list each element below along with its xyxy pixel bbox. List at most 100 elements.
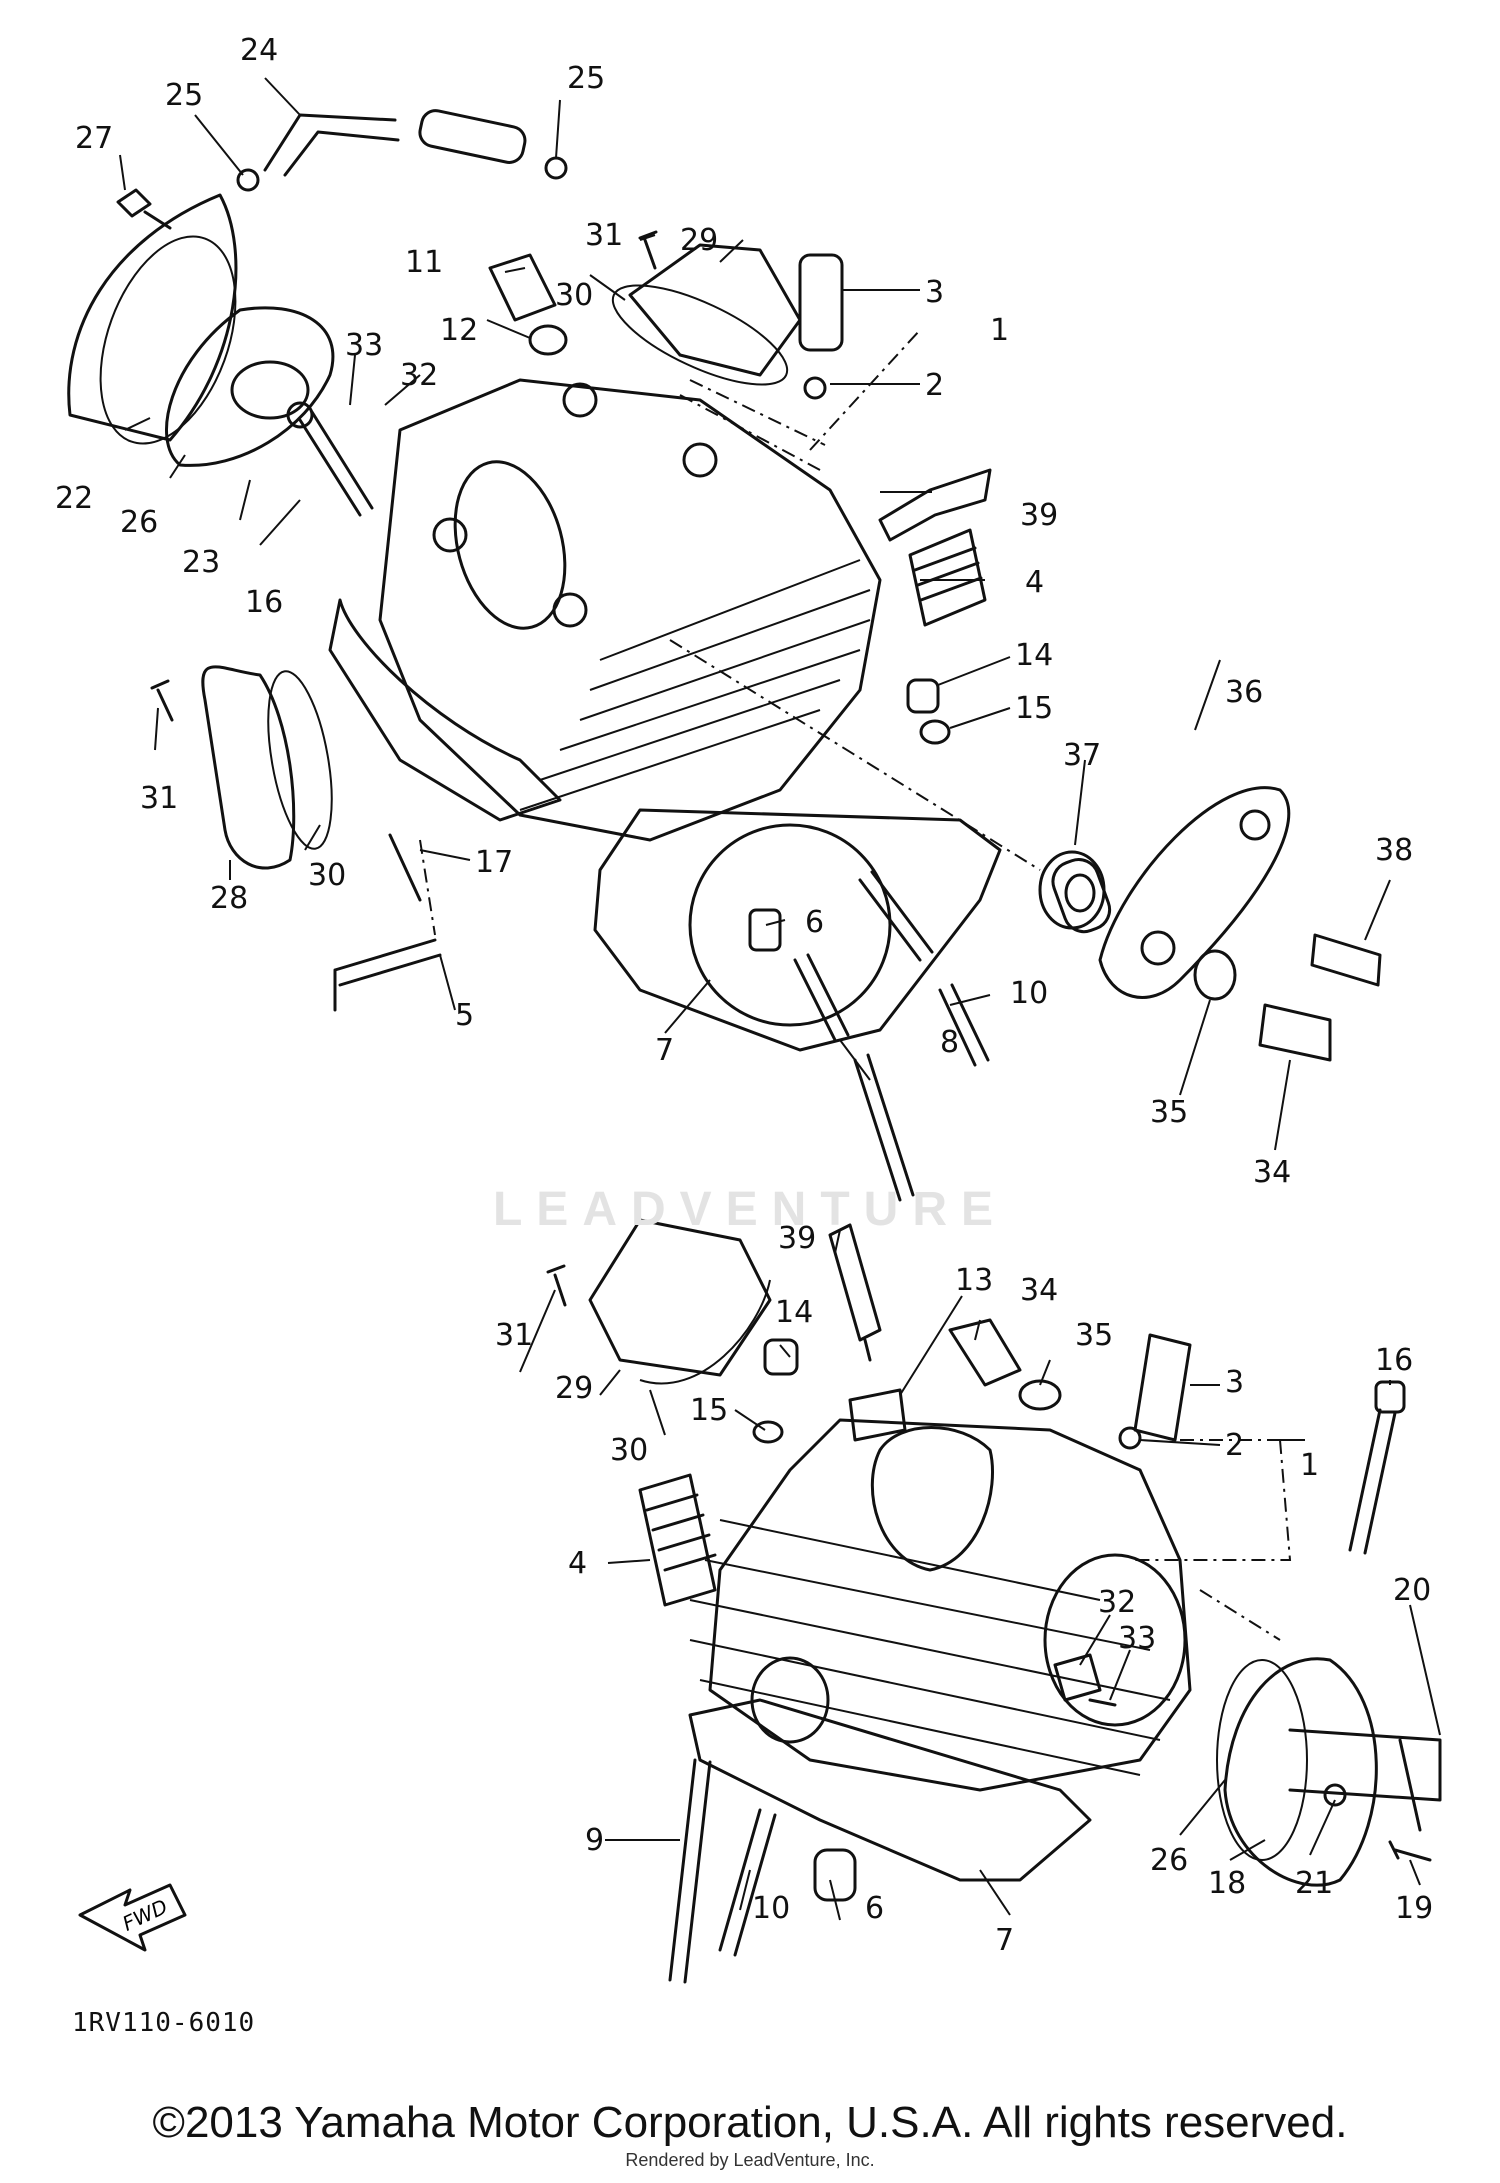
long-bolt (1348, 1408, 1397, 1555)
o-ring (99, 235, 237, 445)
breather-hose (263, 113, 400, 177)
bolt (1310, 933, 1382, 987)
hose-clamp (544, 156, 568, 180)
copyright-notice: ©2013 Yamaha Motor Corporation, U.S.A. A… (152, 2098, 1348, 2147)
screw-head (1323, 1783, 1347, 1807)
plate-port (230, 360, 310, 420)
spark-plug (878, 468, 992, 542)
callout: 32 (1098, 1585, 1136, 1620)
callout: 22 (55, 481, 93, 516)
intake-port (453, 460, 567, 630)
front-cylinder-head (708, 1418, 1192, 1792)
callout: 18 (1208, 1866, 1246, 1901)
washer (528, 324, 568, 356)
bushing-bore (1064, 873, 1096, 913)
callout: 39 (778, 1221, 816, 1256)
cooling-fins (519, 559, 871, 811)
stud-head (286, 401, 314, 429)
bracket-hole (1239, 809, 1271, 841)
boss (432, 517, 468, 553)
callout: 1 (1300, 1448, 1319, 1483)
o-ring (1216, 1659, 1308, 1861)
callout: 29 (680, 223, 718, 258)
gasket-bore (688, 823, 892, 1027)
callout: 27 (75, 121, 113, 156)
callout: 30 (555, 278, 593, 313)
callout: 15 (690, 1393, 728, 1428)
diagram-code: 1RV110-6010 (72, 2008, 256, 2038)
leader-line (519, 1229, 1441, 1921)
callout: 16 (245, 585, 283, 620)
valve-guide (798, 253, 844, 352)
callout: 19 (1395, 1891, 1433, 1926)
valve-spring (638, 1473, 717, 1607)
cover-gasket (611, 284, 789, 386)
callout: 3 (925, 275, 944, 310)
stud (793, 953, 850, 1042)
callout: 30 (610, 1433, 648, 1468)
callout: 35 (1075, 1318, 1113, 1353)
boss (552, 592, 588, 628)
stud (938, 983, 990, 1067)
callout: 35 (1150, 1095, 1188, 1130)
callout: 1 (990, 313, 1009, 348)
callout: 15 (1015, 691, 1053, 726)
valve-cover (588, 1218, 772, 1377)
intake-manifold (67, 193, 238, 442)
cylinder-head-gasket (688, 1698, 1092, 1882)
intake-cover (1223, 1657, 1378, 1887)
callout: 11 (405, 245, 443, 280)
cap-nut (906, 678, 940, 714)
long-stud (853, 1053, 915, 1202)
callout: 34 (1253, 1155, 1291, 1190)
callout: 12 (440, 313, 478, 348)
callout: 10 (1010, 976, 1048, 1011)
callout: 16 (1375, 1343, 1413, 1378)
callout: 24 (240, 33, 278, 68)
watermark: LEADVENTURE (492, 1183, 1008, 1236)
stud (718, 1808, 777, 1957)
callout: 28 (210, 881, 248, 916)
exhaust-opening (750, 1656, 830, 1744)
callout: 9 (585, 1823, 604, 1858)
oil-pipe (333, 938, 442, 1012)
callout: 17 (475, 845, 513, 880)
flange-nut (848, 1388, 907, 1442)
exhaust-port (870, 1426, 994, 1572)
bushing (1038, 850, 1106, 930)
cylinder-head-gasket (593, 808, 1002, 1052)
boss (682, 442, 718, 478)
callout: 8 (940, 1025, 959, 1060)
assembly-line (1130, 1439, 1292, 1641)
rear-cylinder-head (378, 378, 882, 842)
callout: 30 (308, 858, 346, 893)
render-credit: Rendered by LeadVenture, Inc. (625, 2150, 875, 2170)
callout: 36 (1225, 675, 1263, 710)
head-fin-lower (328, 598, 562, 822)
bolt (150, 679, 174, 722)
long-stud (668, 1758, 712, 1984)
cooling-fins (689, 1519, 1171, 1776)
callout: 33 (1118, 1621, 1156, 1656)
callout: 29 (555, 1371, 593, 1406)
bolt (1088, 1698, 1117, 1707)
circlip (1118, 1426, 1142, 1450)
dowel-pin (748, 908, 782, 952)
side-cover-gasket (267, 670, 333, 850)
intake-port (1043, 1553, 1187, 1727)
flange-bolt (1258, 1003, 1332, 1062)
callout: 31 (140, 781, 178, 816)
fwd-direction-indicator: FWD (78, 1883, 187, 1952)
dowel-pin (813, 1848, 857, 1902)
callout: 6 (865, 1891, 884, 1926)
callout: 14 (775, 1295, 813, 1330)
side-cover (201, 665, 296, 870)
boss (562, 382, 598, 418)
valve-guide (1133, 1333, 1192, 1442)
callout: 4 (1025, 565, 1044, 600)
flange-bolt (948, 1318, 1022, 1387)
screw (1388, 1840, 1432, 1862)
small-bracket (1053, 1653, 1102, 1702)
callout: 32 (400, 358, 438, 393)
